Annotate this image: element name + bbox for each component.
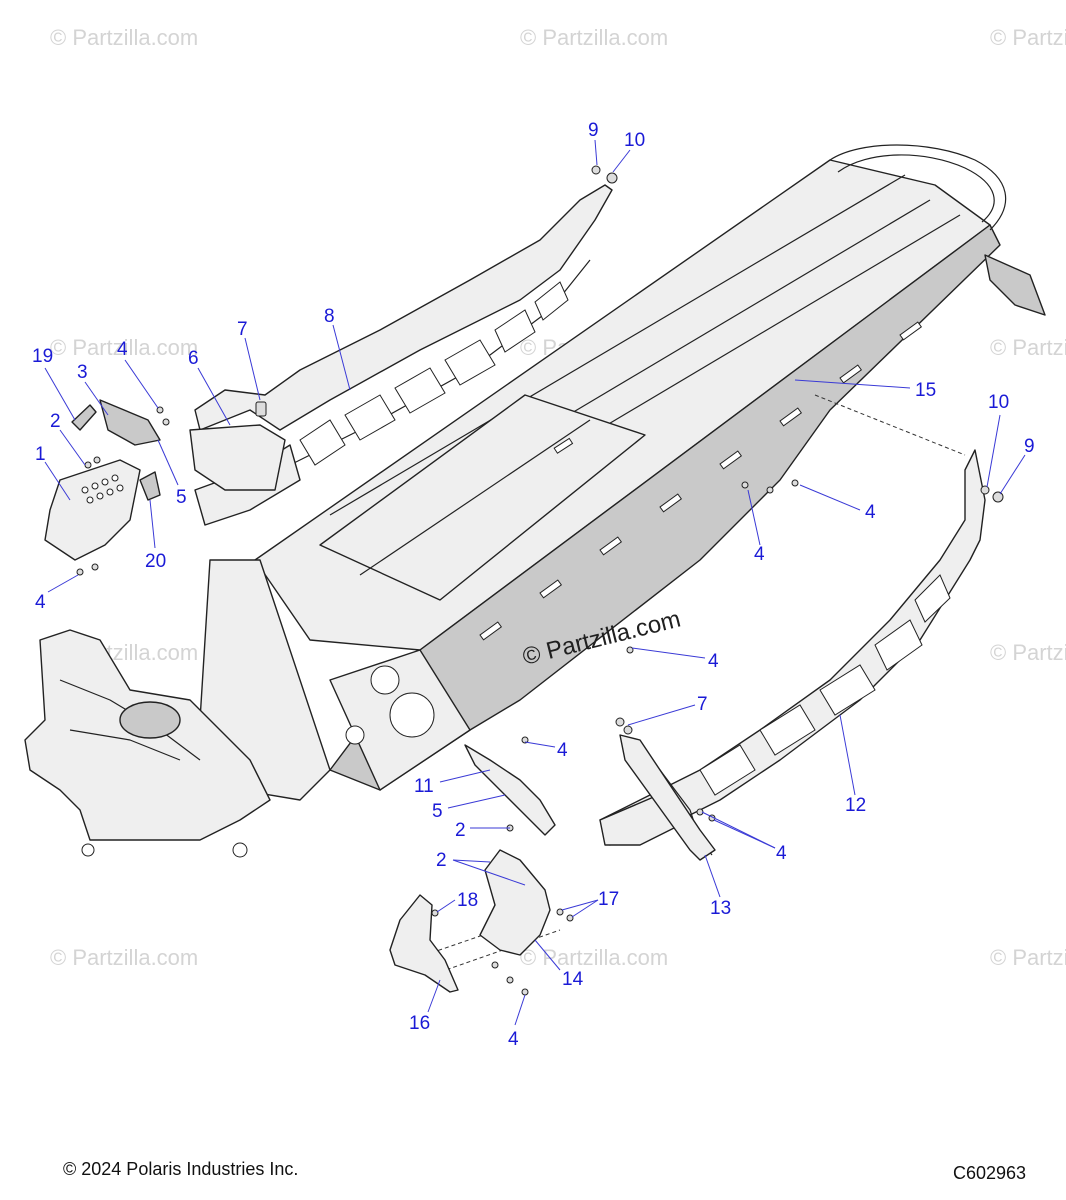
lower-shields bbox=[389, 744, 556, 993]
callout-14: 14 bbox=[562, 969, 584, 990]
tunnel-slots bbox=[479, 321, 923, 641]
panel-holes bbox=[81, 474, 124, 504]
callout-18: 18 bbox=[457, 890, 478, 911]
part-20 bbox=[139, 471, 161, 501]
callout-8: 8 bbox=[324, 306, 335, 327]
callout-20: 20 bbox=[145, 551, 166, 572]
watermark: © Partzilla.com bbox=[520, 945, 668, 970]
callout-4: 4 bbox=[865, 502, 876, 523]
front-panel-parts bbox=[44, 399, 161, 561]
callout-4: 4 bbox=[776, 843, 787, 864]
part-16 bbox=[389, 894, 459, 993]
callout-15: 15 bbox=[915, 380, 936, 401]
part-14 bbox=[479, 849, 551, 956]
leader-lines bbox=[44, 139, 1026, 1026]
running-board-left bbox=[189, 184, 613, 526]
callout-10: 10 bbox=[624, 130, 645, 151]
part-3 bbox=[99, 399, 161, 446]
watermark: © Partzilla.com bbox=[50, 25, 198, 50]
watermark: © Partzilla.com bbox=[990, 945, 1066, 970]
callout-9: 9 bbox=[588, 120, 599, 141]
callout-16: 16 bbox=[409, 1013, 430, 1034]
part-1 bbox=[44, 459, 141, 561]
front-frame bbox=[24, 629, 271, 858]
callout-19: 19 bbox=[32, 346, 53, 367]
callout-4: 4 bbox=[708, 651, 719, 672]
watermark: © Partzilla.com bbox=[50, 945, 198, 970]
callouts: 9 10 8 7 6 19 3 4 2 1 5 20 4 15 10 9 4 4… bbox=[32, 120, 1035, 1050]
callout-17: 17 bbox=[598, 889, 619, 910]
running-board-right bbox=[599, 449, 986, 861]
callout-9: 9 bbox=[1024, 436, 1035, 457]
fasteners bbox=[76, 165, 1004, 996]
watermark: © Partzilla.com bbox=[990, 25, 1066, 50]
callout-4: 4 bbox=[508, 1029, 519, 1050]
callout-1: 1 bbox=[35, 444, 46, 465]
callout-13: 13 bbox=[710, 898, 731, 919]
watermark: © Partzilla.com bbox=[990, 640, 1066, 665]
callout-4: 4 bbox=[117, 339, 128, 360]
callout-10: 10 bbox=[988, 392, 1009, 413]
drawing-code: C602963 bbox=[953, 1163, 1027, 1183]
callout-3: 3 bbox=[77, 362, 88, 383]
callout-2: 2 bbox=[436, 850, 447, 871]
callout-6: 6 bbox=[188, 348, 199, 369]
callout-11: 11 bbox=[414, 776, 434, 797]
part-11 bbox=[464, 744, 556, 836]
watermark: © Partzilla.com bbox=[990, 335, 1066, 360]
callout-12: 12 bbox=[845, 795, 866, 816]
board-openings bbox=[699, 574, 951, 796]
watermark: © Partzilla.com bbox=[520, 25, 668, 50]
callout-4: 4 bbox=[754, 544, 765, 565]
chassis-tunnel bbox=[199, 144, 1046, 801]
copyright-notice: © 2024 Polaris Industries Inc. bbox=[63, 1159, 299, 1179]
callout-5: 5 bbox=[432, 801, 443, 822]
callout-7: 7 bbox=[237, 319, 248, 340]
part-19 bbox=[71, 404, 97, 431]
callout-4: 4 bbox=[35, 592, 46, 613]
callout-2: 2 bbox=[50, 411, 61, 432]
callout-4: 4 bbox=[557, 740, 568, 761]
callout-5: 5 bbox=[176, 487, 187, 508]
board-openings bbox=[299, 281, 569, 466]
callout-7: 7 bbox=[697, 694, 708, 715]
callout-2: 2 bbox=[455, 820, 466, 841]
watermark: © Partzilla.com bbox=[50, 335, 198, 360]
